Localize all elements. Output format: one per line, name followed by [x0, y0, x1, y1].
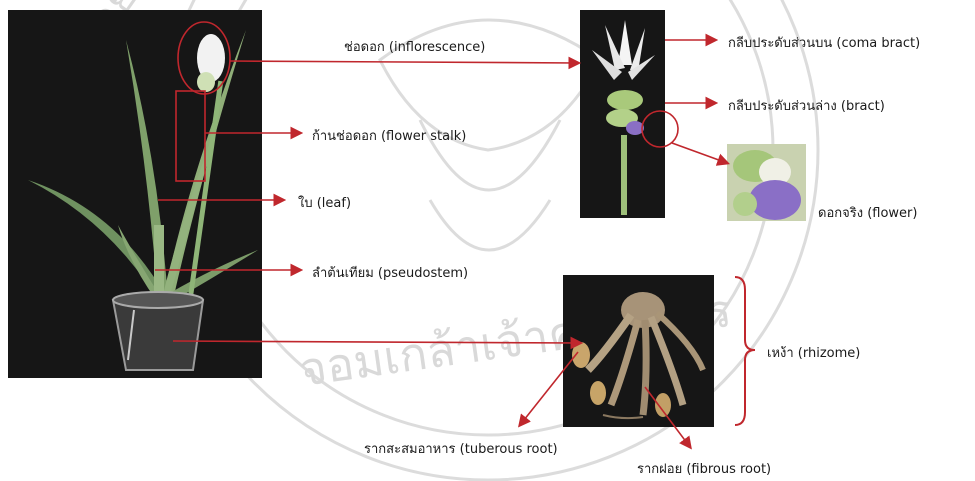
inflorescence-arrow [230, 61, 578, 63]
inflorescence-label: ช่อดอก (inflorescence) [344, 36, 485, 57]
coma-bract-label: กลีบประดับส่วนบน (coma bract) [728, 32, 920, 53]
fibrous-root-label: รากฝอย (fibrous root) [637, 458, 771, 479]
flower-stalk-label: ก้านช่อดอก (flower stalk) [312, 125, 466, 146]
fibrous-root-arrow [645, 387, 690, 447]
pseudostem-label: ลำต้นเทียม (pseudostem) [312, 262, 468, 283]
flower-highlight-circle [642, 111, 678, 147]
leaf-label: ใบ (leaf) [298, 192, 351, 213]
flower-label: ดอกจริง (flower) [818, 202, 917, 223]
rhizome-bracket [735, 277, 755, 425]
bract-label: กลีบประดับส่วนล่าง (bract) [728, 95, 885, 116]
tuberous-root-arrow [520, 352, 578, 425]
flower-arrow [672, 143, 727, 163]
flower-stalk-highlight-box [176, 91, 205, 181]
rhizome-label: เหง้า (rhizome) [767, 342, 860, 363]
rhizome-arrow [173, 341, 580, 343]
tuberous-root-label: รากสะสมอาหาร (tuberous root) [364, 438, 558, 459]
inflorescence-highlight-circle [178, 22, 230, 94]
